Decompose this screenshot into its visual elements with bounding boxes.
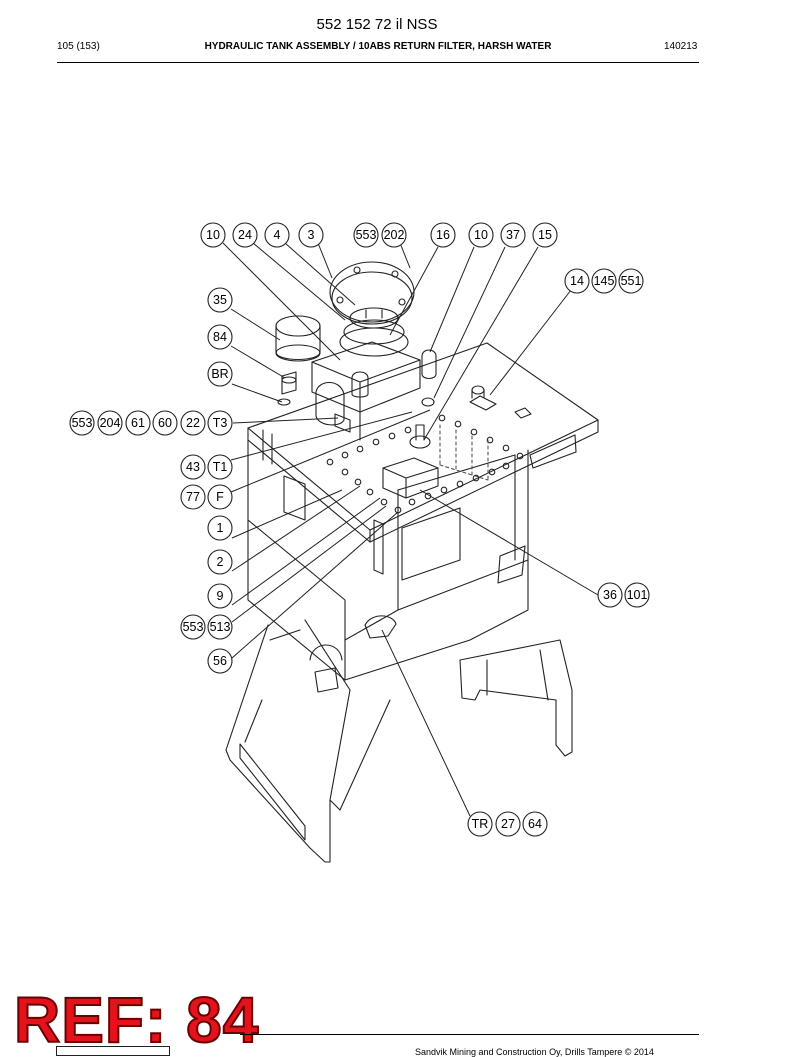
ref-stamp: REF: 84 xyxy=(13,984,260,1056)
callout-label: 553 xyxy=(183,620,204,634)
callout-label: 43 xyxy=(186,460,200,474)
callout-label: 1 xyxy=(217,521,224,535)
callout-label: 202 xyxy=(384,228,405,242)
callout-label: 145 xyxy=(594,274,615,288)
callout-label: T1 xyxy=(213,460,228,474)
callout-label: 35 xyxy=(213,293,227,307)
callout-label: 36 xyxy=(603,588,617,602)
callout-label: 553 xyxy=(72,416,93,430)
callout-label: 15 xyxy=(538,228,552,242)
callout-label: F xyxy=(216,490,224,504)
callout-label: 84 xyxy=(213,330,227,344)
doc-number: 552 152 72 il NSS xyxy=(316,16,438,33)
callout-label: TR xyxy=(472,817,489,831)
footer-note: Sandvik Mining and Construction Oy, Dril… xyxy=(415,1047,654,1057)
callout-label: BR xyxy=(211,367,228,381)
callout-label: 9 xyxy=(217,589,224,603)
callout-label: 4 xyxy=(274,228,281,242)
callout-label: 2 xyxy=(217,555,224,569)
callout-label: 56 xyxy=(213,654,227,668)
callout-label: 24 xyxy=(238,228,252,242)
callout-label: 204 xyxy=(100,416,121,430)
callout-label: 553 xyxy=(356,228,377,242)
callout-label: 37 xyxy=(506,228,520,242)
callout-label: 10 xyxy=(206,228,220,242)
footer-rule xyxy=(240,1034,699,1035)
callout-label: 14 xyxy=(570,274,584,288)
callout-label: 77 xyxy=(186,490,200,504)
callout-label: 551 xyxy=(621,274,642,288)
callout-label: 22 xyxy=(186,416,200,430)
header-rule xyxy=(57,62,699,63)
callout-label: 101 xyxy=(627,588,648,602)
callout-label: 27 xyxy=(501,817,515,831)
callout-label: 10 xyxy=(474,228,488,242)
callout-label: 61 xyxy=(131,416,145,430)
callout-label: 60 xyxy=(158,416,172,430)
footer-logo xyxy=(56,1046,170,1056)
callout-label: 3 xyxy=(308,228,315,242)
page-count: 105 (153) xyxy=(57,41,100,52)
callout-label: 513 xyxy=(210,620,231,634)
doc-date: 140213 xyxy=(664,41,698,52)
callout-label: T3 xyxy=(213,416,228,430)
callout-circles xyxy=(69,222,650,837)
doc-title: HYDRAULIC TANK ASSEMBLY / 10ABS RETURN F… xyxy=(204,41,552,52)
callout-label: 16 xyxy=(436,228,450,242)
callout-label: 64 xyxy=(528,817,542,831)
